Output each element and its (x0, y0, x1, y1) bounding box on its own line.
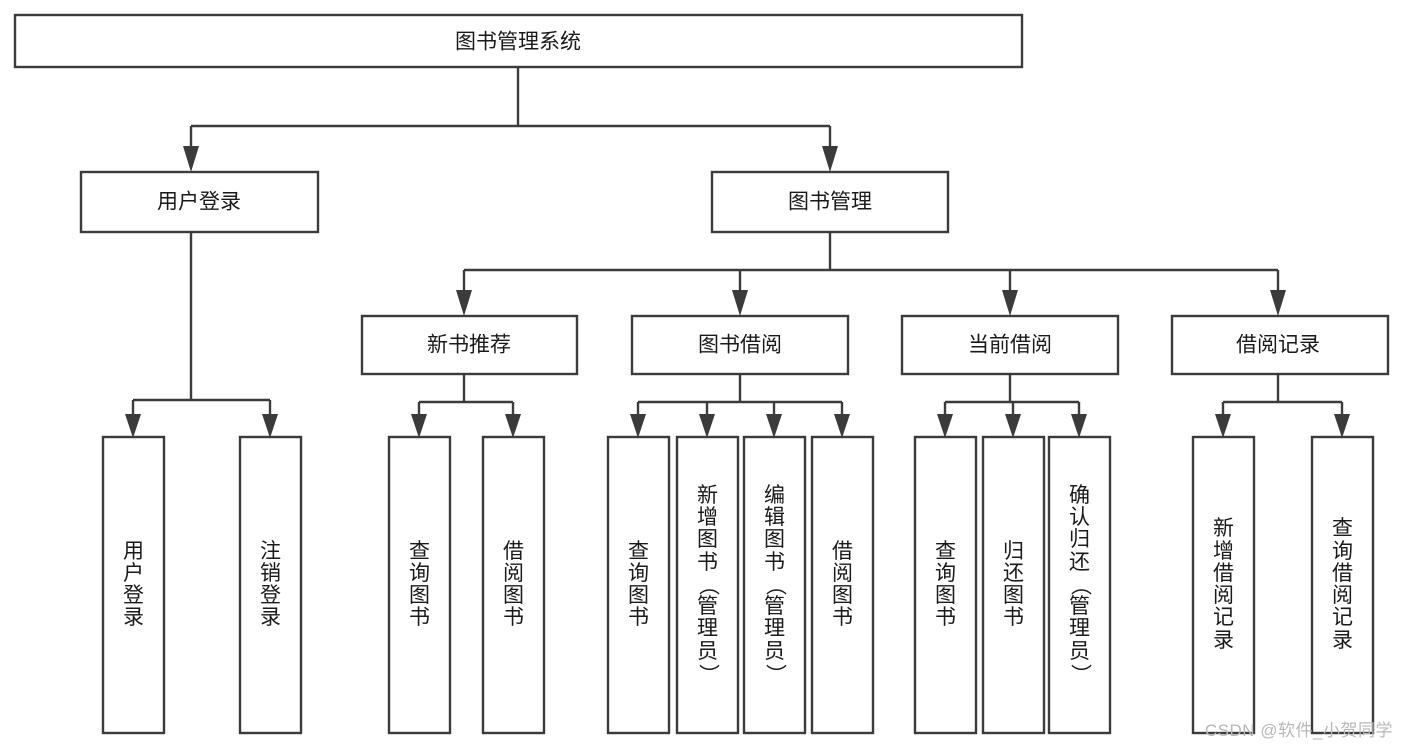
node-current-borrow-box[interactable] (900, 314, 1120, 376)
node-book-borrow-box[interactable] (630, 314, 850, 376)
node-borrow-record-box[interactable] (1170, 314, 1390, 376)
leaf-box-book-borrow-1[interactable] (675, 435, 740, 735)
node-root-box[interactable] (13, 13, 1024, 69)
arrow-head-icon (1334, 414, 1350, 438)
leaf-box-borrow-record-1[interactable] (1310, 435, 1375, 735)
node-borrow-record-label: 借阅记录 (1236, 334, 1320, 357)
arrow-head-icon (937, 414, 953, 438)
leaf-box-current-borrow-1[interactable] (981, 435, 1046, 735)
arrow-head-icon (456, 290, 472, 316)
leaf-box-book-borrow-0[interactable] (606, 435, 671, 735)
arrow-head-icon (1005, 414, 1021, 438)
connector-bookborrow-to-leaves (630, 374, 850, 438)
leaf-box-new-book-0[interactable] (387, 435, 452, 735)
leaf-box-current-borrow-0[interactable] (913, 435, 978, 735)
arrow-head-icon (699, 414, 715, 438)
connector-newbook-to-leaves (411, 374, 521, 438)
arrow-head-icon (262, 414, 278, 438)
arrow-head-icon (411, 414, 427, 438)
leaf-box-user-login-0[interactable] (101, 435, 166, 735)
arrow-head-icon (1270, 290, 1286, 316)
node-new-book-recommend-label: 新书推荐 (427, 334, 511, 357)
arrow-head-icon (822, 146, 838, 172)
arrow-head-icon (630, 414, 646, 438)
leaf-box-new-book-1[interactable] (481, 435, 546, 735)
connector-borrowrecord-to-leaves (1215, 374, 1350, 438)
node-user-login-box[interactable] (79, 170, 320, 234)
connector-root-to-level2 (183, 67, 838, 172)
leaf-box-user-login-1[interactable] (238, 435, 303, 735)
leaf-box-borrow-record-0[interactable] (1191, 435, 1256, 735)
arrow-head-icon (125, 414, 141, 438)
node-current-borrow-label: 当前借阅 (968, 334, 1052, 357)
node-book-borrow-label: 图书借阅 (698, 334, 782, 357)
arrow-head-icon (183, 146, 199, 172)
leaf-box-book-borrow-2[interactable] (742, 435, 807, 735)
arrow-head-icon (766, 414, 782, 438)
leaf-box-current-borrow-2[interactable] (1047, 435, 1112, 735)
arrow-head-icon (732, 290, 748, 316)
connector-bookmgmt-to-level3 (456, 232, 1286, 316)
connector-userlogin-to-leaves (125, 232, 278, 438)
node-new-book-recommend-box[interactable] (360, 314, 579, 376)
node-user-login-label: 用户登录 (157, 191, 241, 214)
node-book-management-label: 图书管理 (788, 191, 872, 214)
arrow-head-icon (1215, 414, 1231, 438)
arrow-head-icon (505, 414, 521, 438)
leaf-box-book-borrow-3[interactable] (810, 435, 875, 735)
connector-currentborrow-to-leaves (937, 374, 1087, 438)
node-book-management-box[interactable] (710, 170, 950, 234)
arrow-head-icon (1071, 414, 1087, 438)
node-root-label: 图书管理系统 (455, 31, 581, 54)
arrow-head-icon (1002, 290, 1018, 316)
arrow-head-icon (834, 414, 850, 438)
